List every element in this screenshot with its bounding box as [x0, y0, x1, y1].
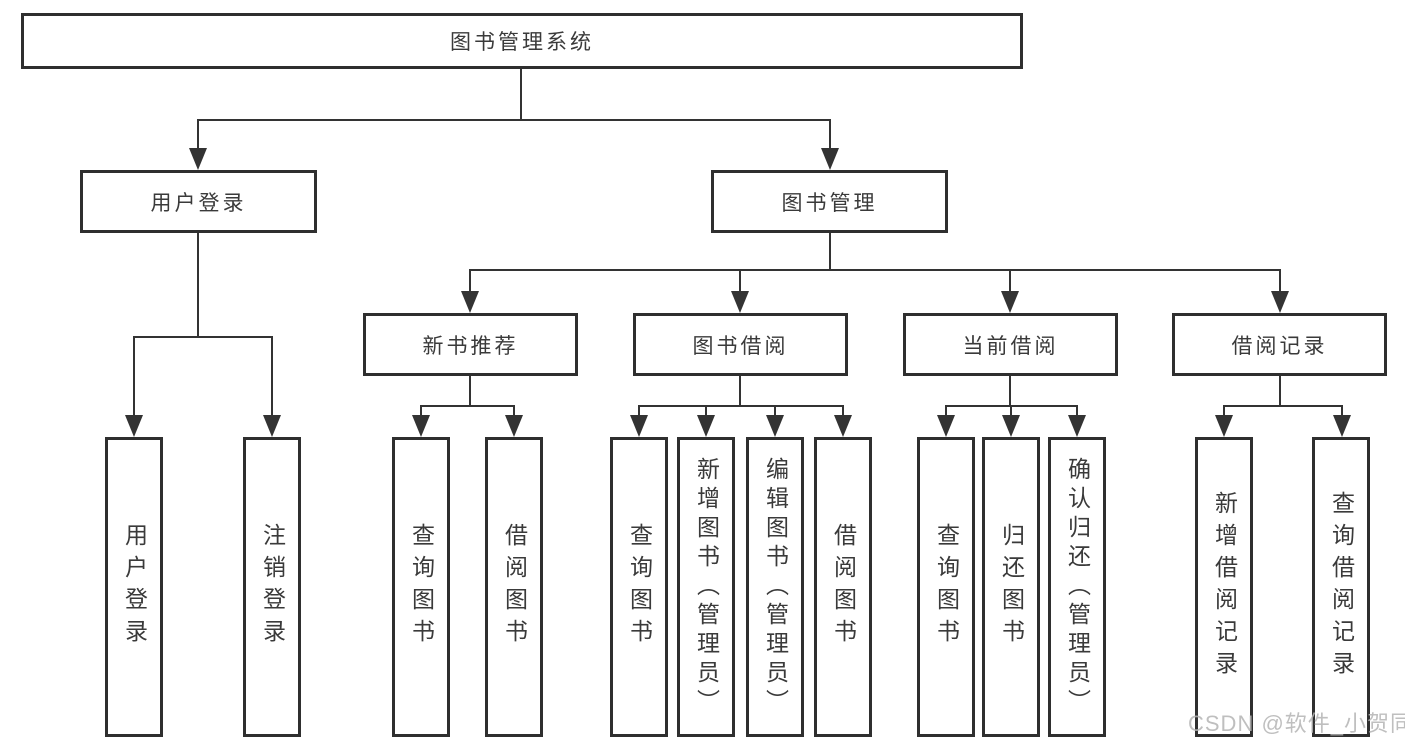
- leaf-current-return: 归还图书: [982, 437, 1040, 737]
- arrowhead-leaf-borrowing-add: [697, 415, 715, 437]
- arrowhead-leaf-newbook-query: [412, 415, 430, 437]
- connector-to-leaf-current-return: [1010, 405, 1012, 417]
- connector-borrowing-branch: [638, 405, 844, 407]
- connector-book-management-branch: [469, 269, 1281, 271]
- connector-to-leaf-record-query: [1341, 405, 1343, 417]
- leaf-borrowing-borrow: 借阅图书: [814, 437, 872, 737]
- arrowhead-borrow-records: [1271, 291, 1289, 313]
- node-book-borrowing-label: 图书借阅: [692, 334, 789, 358]
- leaf-current-return-label: 归还图书: [998, 523, 1025, 651]
- arrowhead-leaf-record-query: [1333, 415, 1351, 437]
- connector-to-leaf-newbook-borrow: [513, 405, 515, 417]
- connector-to-book-management: [829, 119, 831, 149]
- node-root-label: 图书管理系统: [450, 31, 594, 54]
- node-book-management: 图书管理: [711, 170, 948, 233]
- arrowhead-book-borrowing: [731, 291, 749, 313]
- connector-records-branch: [1223, 405, 1343, 407]
- leaf-logout: 注销登录: [243, 437, 301, 737]
- node-new-book-recommend: 新书推荐: [363, 313, 578, 376]
- leaf-borrowing-borrow-label: 借阅图书: [830, 523, 857, 651]
- leaf-borrowing-edit-book: 编辑图书（管理员）: [746, 437, 804, 737]
- connector-to-leaf-borrowing-add: [705, 405, 707, 417]
- leaf-newbook-query-label: 查询图书: [408, 523, 435, 651]
- leaf-current-query: 查询图书: [917, 437, 975, 737]
- arrowhead-leaf-user-login: [125, 415, 143, 437]
- leaf-borrowing-add-book: 新增图书（管理员）: [677, 437, 735, 737]
- leaf-record-query-label: 查询借阅记录: [1328, 491, 1355, 683]
- connector-root-stem: [520, 69, 522, 121]
- connector-book-management-stem: [829, 233, 831, 271]
- node-book-borrowing: 图书借阅: [633, 313, 848, 376]
- arrowhead-book-management: [821, 148, 839, 170]
- connector-to-borrow-records: [1279, 269, 1281, 293]
- connector-current-stem: [1009, 376, 1011, 407]
- connector-to-user-login: [197, 119, 199, 149]
- arrowhead-leaf-newbook-borrow: [505, 415, 523, 437]
- arrowhead-leaf-current-confirm: [1068, 415, 1086, 437]
- leaf-borrowing-query-label: 查询图书: [626, 523, 653, 651]
- leaf-newbook-query: 查询图书: [392, 437, 450, 737]
- leaf-record-query: 查询借阅记录: [1312, 437, 1370, 737]
- leaf-newbook-borrow: 借阅图书: [485, 437, 543, 737]
- connector-to-leaf-borrowing-borrow: [842, 405, 844, 417]
- connector-to-current-borrowing: [1009, 269, 1011, 293]
- connector-to-leaf-borrowing-query: [638, 405, 640, 417]
- arrowhead-current-borrowing: [1001, 291, 1019, 313]
- arrowhead-new-book-recommend: [461, 291, 479, 313]
- leaf-record-add: 新增借阅记录: [1195, 437, 1253, 737]
- connector-to-leaf-current-query: [945, 405, 947, 417]
- leaf-current-query-label: 查询图书: [933, 523, 960, 651]
- leaf-record-add-label: 新增借阅记录: [1211, 491, 1238, 683]
- connector-to-new-book-recommend: [469, 269, 471, 293]
- connector-to-leaf-current-confirm: [1076, 405, 1078, 417]
- connector-borrowing-stem: [739, 376, 741, 407]
- arrowhead-leaf-borrowing-borrow: [834, 415, 852, 437]
- leaf-user-login-label: 用户登录: [121, 523, 148, 651]
- connector-user-login-stem: [197, 233, 199, 338]
- connector-to-leaf-logout: [271, 336, 273, 415]
- arrowhead-leaf-current-return: [1002, 415, 1020, 437]
- arrowhead-leaf-record-add: [1215, 415, 1233, 437]
- connector-to-leaf-user-login: [133, 336, 135, 415]
- connector-recommend-branch: [420, 405, 515, 407]
- connector-recommend-stem: [469, 376, 471, 407]
- arrowhead-leaf-borrowing-edit: [766, 415, 784, 437]
- connector-to-leaf-record-add: [1223, 405, 1225, 417]
- leaf-current-confirm-return-label: 确认归还（管理员）: [1064, 456, 1091, 718]
- node-new-book-recommend-label: 新书推荐: [422, 334, 519, 358]
- node-user-login-label: 用户登录: [150, 191, 247, 215]
- node-current-borrowing: 当前借阅: [903, 313, 1118, 376]
- node-current-borrowing-label: 当前借阅: [962, 334, 1059, 358]
- connector-to-leaf-newbook-query: [420, 405, 422, 417]
- leaf-user-login: 用户登录: [105, 437, 163, 737]
- connector-user-login-branch: [133, 336, 273, 338]
- leaf-borrowing-edit-book-label: 编辑图书（管理员）: [762, 456, 789, 718]
- arrowhead-leaf-current-query: [937, 415, 955, 437]
- node-user-login: 用户登录: [80, 170, 317, 233]
- node-borrow-records-label: 借阅记录: [1231, 334, 1328, 358]
- leaf-borrowing-query: 查询图书: [610, 437, 668, 737]
- arrowhead-user-login: [189, 148, 207, 170]
- leaf-current-confirm-return: 确认归还（管理员）: [1048, 437, 1106, 737]
- connector-records-stem: [1279, 376, 1281, 407]
- leaf-borrowing-add-book-label: 新增图书（管理员）: [693, 456, 720, 718]
- node-book-management-label: 图书管理: [781, 191, 878, 215]
- connector-root-branch: [197, 119, 831, 121]
- arrowhead-leaf-borrowing-query: [630, 415, 648, 437]
- node-root: 图书管理系统: [21, 13, 1023, 69]
- node-borrow-records: 借阅记录: [1172, 313, 1387, 376]
- connector-to-leaf-borrowing-edit: [774, 405, 776, 417]
- leaf-logout-label: 注销登录: [259, 523, 286, 651]
- connector-to-book-borrowing: [739, 269, 741, 293]
- leaf-newbook-borrow-label: 借阅图书: [501, 523, 528, 651]
- csdn-watermark: CSDN @软件_小贺同学: [1188, 711, 1405, 736]
- arrowhead-leaf-logout: [263, 415, 281, 437]
